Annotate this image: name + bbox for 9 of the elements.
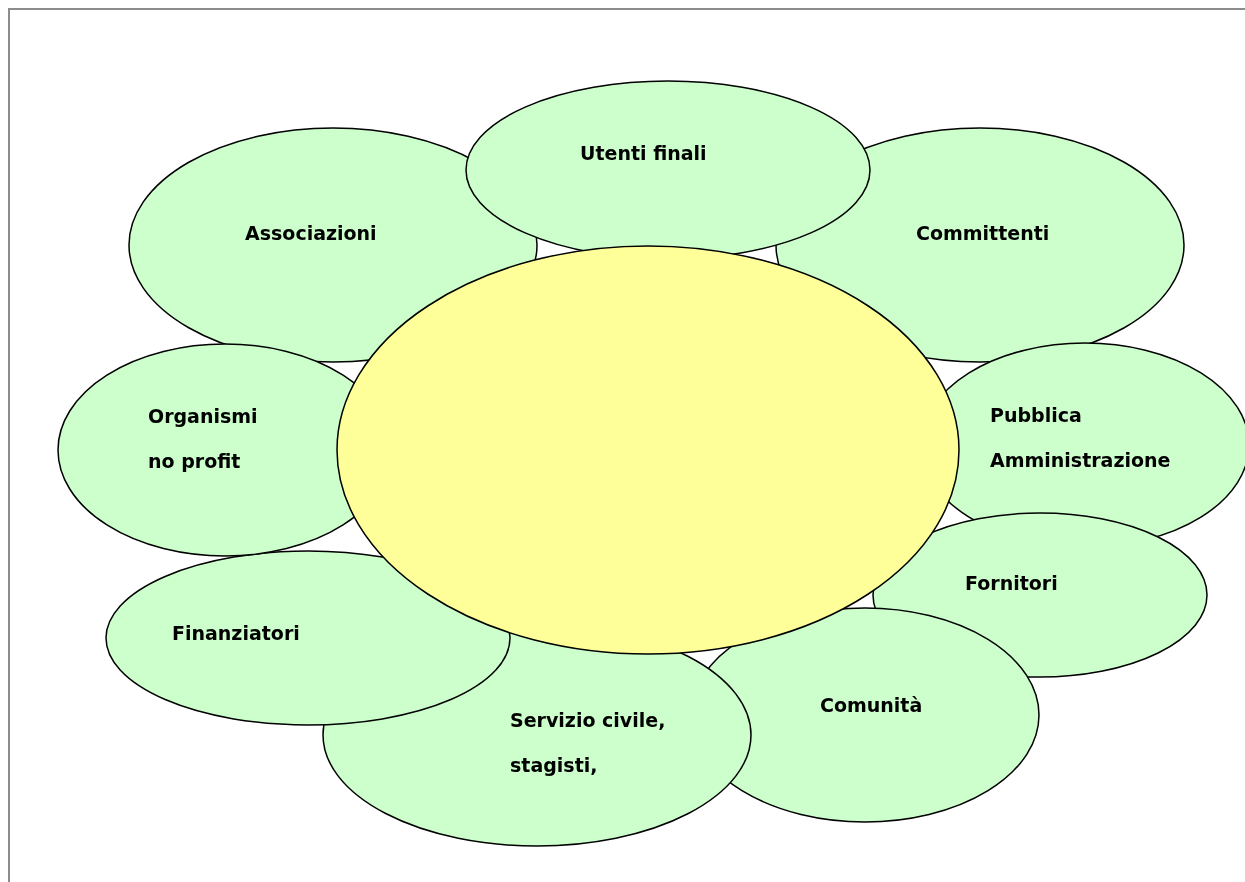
node-label: Finanziatori xyxy=(172,621,300,646)
node-label: Committenti xyxy=(916,221,1050,246)
node-label: Servizio civile, stagisti, xyxy=(510,708,667,778)
node-label: Pubblica Amministrazione xyxy=(990,403,1172,473)
node-label: Associazioni xyxy=(245,221,377,246)
node-label: Organismi no profit xyxy=(148,404,259,474)
node-label: Fornitori xyxy=(965,571,1058,596)
node-label: Utenti finali xyxy=(580,141,707,166)
node-label: Comunità xyxy=(820,693,923,718)
